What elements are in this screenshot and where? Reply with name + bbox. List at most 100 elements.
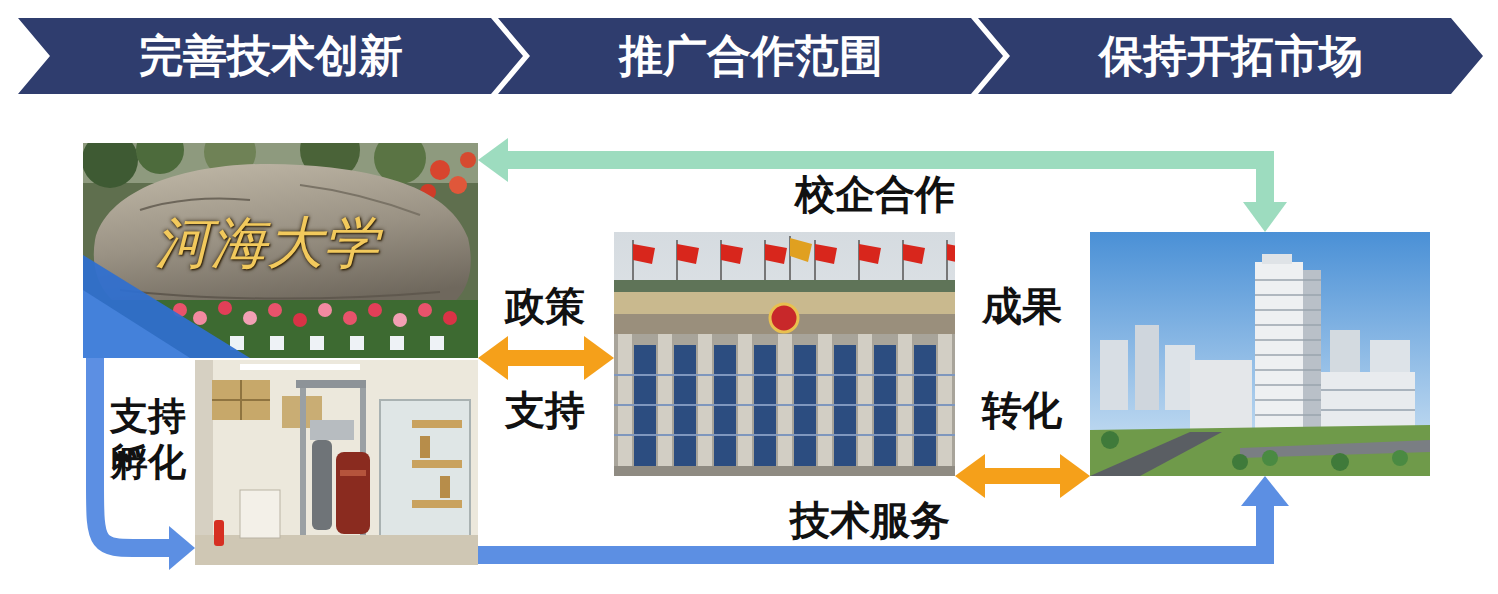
label-holder: 转化	[982, 386, 1062, 434]
government-photo-art	[914, 345, 936, 470]
enterprise-photo-art	[1090, 425, 1430, 476]
government-photo-art	[754, 345, 776, 470]
lab-photo	[195, 360, 478, 565]
enterprise-photo-art	[1305, 409, 1415, 411]
enterprise-photo-art	[1255, 294, 1321, 296]
engraved-name: 河海大学	[155, 209, 379, 276]
government-photo-art	[834, 345, 856, 470]
enterprise-photo-art	[1090, 232, 1430, 476]
university-photo-art	[120, 290, 440, 299]
university-photo: 河海大学	[83, 143, 478, 358]
university-photo-art	[218, 301, 232, 315]
label-holder: 技术服务	[790, 496, 950, 544]
government-photo-art	[614, 232, 955, 476]
enterprise-photo-art	[1303, 270, 1321, 448]
arrow-caption: 支持	[505, 386, 585, 434]
government-photo-art	[721, 244, 743, 264]
university-photo-art	[140, 198, 250, 210]
enterprise-photo-art	[1331, 453, 1349, 471]
lab-photo-art	[336, 452, 370, 534]
government-photo-art	[815, 244, 837, 264]
government-photo-art	[614, 232, 955, 476]
lab-photo-art	[212, 399, 270, 401]
university-photo-art	[310, 336, 324, 350]
stage-title: 完善技术创新	[139, 27, 403, 86]
university-photo-art	[430, 336, 444, 350]
chevron-shape	[978, 18, 1483, 94]
edge-label: 支持孵化	[108, 394, 188, 485]
government-photo-art	[770, 304, 798, 332]
stage-chevron: 保持开拓市场	[978, 18, 1483, 94]
arrow-head	[1060, 454, 1090, 498]
university-photo-art	[343, 311, 357, 325]
lab-photo-art	[300, 388, 306, 538]
lab-photo-art	[310, 420, 354, 440]
government-photo-art	[947, 244, 955, 264]
university-photo-art	[268, 303, 282, 317]
university-photo-art	[443, 311, 457, 325]
stage-title: 保持开拓市场	[1099, 27, 1363, 86]
government-photo-art	[614, 334, 955, 476]
university-photo-art	[350, 336, 364, 350]
enterprise-photo-art	[1262, 450, 1278, 466]
university-photo-art	[270, 336, 284, 350]
label-holder: 支持孵化	[108, 394, 188, 485]
lab-photo-art	[214, 520, 224, 546]
enterprise-photo-art	[1255, 339, 1321, 341]
government-photo-art	[714, 345, 736, 470]
node-heading: 校企合作	[795, 170, 955, 218]
university-photo-art	[449, 176, 467, 194]
enterprise-photo-art	[1305, 389, 1415, 391]
government-photo-art	[633, 244, 655, 264]
university-photo-art	[293, 313, 307, 327]
enterprise-photo-art	[1090, 232, 1430, 476]
policy-arrow	[478, 336, 614, 380]
feedback-arrow	[478, 138, 1287, 232]
arrow-head	[1241, 476, 1289, 506]
university-photo-art	[390, 336, 404, 350]
university-photo-art	[430, 160, 450, 180]
enterprise-photo-art	[1232, 454, 1248, 470]
lab-photo-art	[240, 364, 360, 370]
university-photo-art	[83, 290, 190, 358]
lab-photo-art	[412, 500, 462, 508]
university-photo-art	[418, 303, 432, 317]
enterprise-photo-art	[1392, 450, 1408, 466]
university-photo-art	[83, 143, 138, 188]
stage-title: 推广合作范围	[619, 27, 883, 86]
lab-photo-art	[412, 460, 462, 468]
lab-photo-art	[380, 400, 470, 540]
lab-photo-art	[340, 470, 366, 476]
government-photo-art	[614, 404, 955, 406]
university-photo-art	[136, 143, 184, 174]
government-photo-art	[859, 244, 881, 264]
university-photo-art	[460, 152, 476, 168]
enterprise-photo-art	[1255, 324, 1321, 326]
university-photo-art	[368, 303, 382, 317]
lab-photo-art	[312, 440, 332, 530]
government-photo-art	[903, 244, 925, 264]
government-photo-art	[765, 244, 787, 264]
enterprise-photo-art	[1255, 279, 1321, 281]
lab-photo-art	[195, 360, 478, 565]
arrow-caption: 转化	[982, 386, 1062, 434]
enterprise-photo-art	[1255, 414, 1321, 416]
government-photo-art	[677, 244, 699, 264]
enterprise-photo-art	[1262, 254, 1292, 264]
text-holder: 河海大学	[155, 209, 379, 276]
service-arrow	[478, 476, 1289, 555]
arrow-head	[955, 454, 985, 498]
government-photo-art	[794, 345, 816, 470]
lab-photo-art	[195, 360, 213, 565]
lab-photo-art	[420, 436, 430, 458]
government-photo-art	[674, 345, 696, 470]
lab-photo-art	[195, 535, 478, 565]
university-photo-art	[393, 313, 407, 327]
transfer-arrow	[983, 468, 1062, 484]
lab-photo-art	[440, 476, 450, 498]
incubation-arrow	[95, 358, 195, 570]
stage-chevron: 完善技术创新	[18, 18, 523, 94]
enterprise-photo-art	[1135, 325, 1159, 410]
chevron-shape	[498, 18, 1003, 94]
